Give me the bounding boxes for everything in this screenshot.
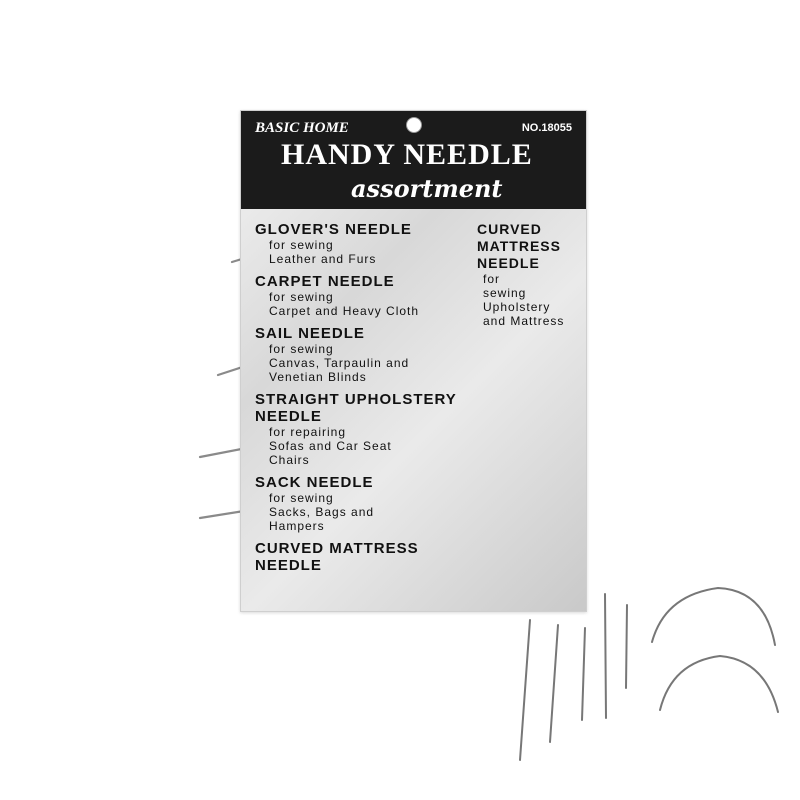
product-subtitle: assortment — [351, 174, 503, 203]
brand-label: BASIC HOME — [255, 120, 349, 136]
curved-mattress-needle-label-right: CURVED MATTRESS NEEDLE — [477, 221, 561, 271]
straight-upholstery-needle-group: STRAIGHT UPHOLSTERY NEEDLE for repairing… — [255, 391, 467, 467]
loose-needle-2 — [549, 624, 559, 743]
sail-needle-label: SAIL NEEDLE — [255, 325, 365, 342]
product-title: HANDY NEEDLE — [281, 138, 533, 171]
carpet-line1: for sewing — [269, 290, 334, 304]
sack-line1: for sewing — [269, 491, 334, 505]
loose-needle-1 — [519, 619, 531, 761]
straight-line3: Chairs — [269, 453, 310, 467]
loose-needle-5 — [625, 604, 628, 689]
curved-line2: sewing Upholstery — [483, 286, 551, 314]
carpet-line2: Carpet and Heavy Cloth — [269, 304, 420, 318]
loose-needle-3 — [581, 627, 586, 721]
sack-line2: Sacks, Bags and — [269, 505, 375, 519]
hang-hole — [406, 117, 422, 133]
needle-list-right: CURVED MATTRESS NEEDLE for sewing Uphols… — [477, 221, 577, 328]
glovers-line2: Leather and Furs — [269, 252, 377, 266]
curved-mattress-needle-group-bottom: CURVED MATTRESS NEEDLE — [255, 540, 467, 574]
straight-line1: for repairing — [269, 425, 347, 439]
sack-needle-group: SACK NEEDLE for sewing Sacks, Bags and H… — [255, 474, 467, 533]
carpet-needle-group: CARPET NEEDLE for sewing Carpet and Heav… — [255, 273, 467, 318]
carpet-needle-label: CARPET NEEDLE — [255, 273, 395, 290]
sail-line1: for sewing — [269, 342, 334, 356]
straight-upholstery-needle-label: STRAIGHT UPHOLSTERY NEEDLE — [255, 391, 457, 425]
sail-needle-group: SAIL NEEDLE for sewing Canvas, Tarpaulin… — [255, 325, 467, 384]
sack-needle-label: SACK NEEDLE — [255, 474, 374, 491]
curved-mattress-needle-group-right: CURVED MATTRESS NEEDLE for sewing Uphols… — [477, 221, 577, 328]
needle-list-left: GLOVER'S NEEDLE for sewing Leather and F… — [255, 221, 467, 574]
loose-curved-needle-2 — [659, 654, 779, 713]
card-header: BASIC HOME NO.18055 HANDY NEEDLE assortm… — [241, 111, 586, 209]
straight-line2: Sofas and Car Seat — [269, 439, 392, 453]
curved-mattress-needle-label-bottom: CURVED MATTRESS NEEDLE — [255, 540, 419, 574]
product-number: NO.18055 — [521, 122, 572, 134]
needle-package-card: BASIC HOME NO.18055 HANDY NEEDLE assortm… — [240, 110, 587, 612]
curved-line1: for — [483, 272, 501, 286]
glovers-line1: for sewing — [269, 238, 334, 252]
loose-needles — [519, 586, 779, 761]
sail-line2: Canvas, Tarpaulin and — [269, 356, 410, 370]
glovers-needle-group: GLOVER'S NEEDLE for sewing Leather and F… — [255, 221, 467, 266]
sail-line3: Venetian Blinds — [269, 370, 367, 384]
loose-needle-4 — [604, 593, 607, 719]
curved-line3: and Mattress — [483, 314, 565, 328]
loose-curved-needle-1 — [651, 586, 776, 646]
sack-line3: Hampers — [269, 519, 325, 533]
glovers-needle-label: GLOVER'S NEEDLE — [255, 221, 412, 238]
